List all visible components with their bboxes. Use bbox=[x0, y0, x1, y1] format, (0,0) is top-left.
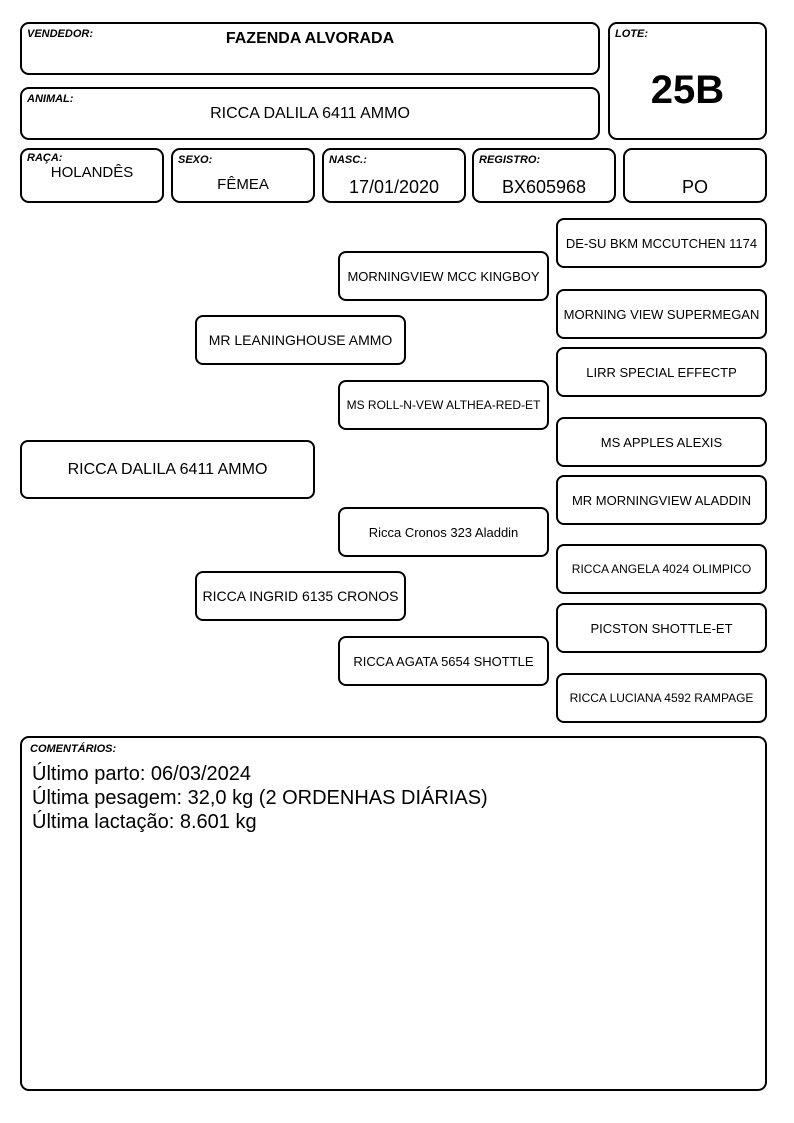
comments-label: COMENTÁRIOS: bbox=[30, 743, 117, 755]
sexo-box: SEXO: FÊMEA bbox=[171, 148, 315, 203]
pedigree-dam: RICCA INGRID 6135 CRONOS bbox=[195, 571, 406, 621]
pedigree-dam-dam-sire: PICSTON SHOTTLE-ET bbox=[556, 603, 767, 653]
registro-label: REGISTRO: bbox=[479, 154, 541, 166]
pedigree-sire-sire-dam: MORNING VIEW SUPERMEGAN bbox=[556, 289, 767, 339]
pedigree-dam-dam-dam: RICCA LUCIANA 4592 RAMPAGE bbox=[556, 673, 767, 723]
registro-value: BX605968 bbox=[501, 177, 587, 197]
pedigree-dam-sire-dam: RICCA ANGELA 4024 OLIMPICO bbox=[556, 544, 767, 594]
nasc-value: 17/01/2020 bbox=[348, 177, 440, 197]
nasc-box: NASC.: 17/01/2020 bbox=[322, 148, 466, 203]
comment-line: Última pesagem: 32,0 kg (2 ORDENHAS DIÁR… bbox=[32, 787, 488, 809]
pedigree-sire: MR LEANINGHOUSE AMMO bbox=[195, 315, 406, 365]
registro-box: REGISTRO: BX605968 bbox=[472, 148, 616, 203]
comments-text: Último parto: 06/03/2024 Última pesagem:… bbox=[32, 762, 488, 834]
vendedor-box: VENDEDOR: FAZENDA ALVORADA bbox=[20, 22, 600, 75]
raca-value: HOLANDÊS bbox=[50, 164, 134, 181]
comment-line: Último parto: 06/03/2024 bbox=[32, 763, 252, 785]
categoria-value: PO bbox=[681, 177, 708, 197]
pedigree-sire-dam-dam: MS APPLES ALEXIS bbox=[556, 417, 767, 467]
pedigree-sire-dam-sire: LIRR SPECIAL EFFECTP bbox=[556, 347, 767, 397]
sexo-value: FÊMEA bbox=[217, 176, 269, 193]
pedigree-dam-sire: Ricca Cronos 323 Aladdin bbox=[338, 507, 549, 557]
vendedor-label: VENDEDOR: bbox=[27, 28, 94, 40]
pedigree-dam-sire-sire: MR MORNINGVIEW ALADDIN bbox=[556, 475, 767, 525]
sexo-label: SEXO: bbox=[178, 154, 213, 166]
pedigree-sire-sire: MORNINGVIEW MCC KINGBOY bbox=[338, 251, 549, 301]
comments-box: COMENTÁRIOS: Último parto: 06/03/2024 Úl… bbox=[20, 736, 767, 1091]
raca-label: RAÇA: bbox=[27, 152, 63, 164]
lote-value: 25B bbox=[650, 68, 725, 112]
pedigree-sire-sire-sire: DE-SU BKM MCCUTCHEN 1174 bbox=[556, 218, 767, 268]
animal-value: RICCA DALILA 6411 AMMO bbox=[210, 105, 410, 122]
pedigree-animal: RICCA DALILA 6411 AMMO bbox=[20, 440, 315, 499]
comment-line: Última lactação: 8.601 kg bbox=[32, 811, 257, 833]
categoria-box: PO bbox=[623, 148, 767, 203]
pedigree-dam-dam: RICCA AGATA 5654 SHOTTLE bbox=[338, 636, 549, 686]
nasc-label: NASC.: bbox=[329, 154, 367, 166]
lote-label: LOTE: bbox=[615, 28, 648, 40]
lote-box: LOTE: 25B bbox=[608, 22, 767, 140]
pedigree-sire-dam: MS ROLL-N-VEW ALTHEA-RED-ET bbox=[338, 380, 549, 430]
animal-box: ANIMAL: RICCA DALILA 6411 AMMO bbox=[20, 87, 600, 140]
raca-box: RAÇA: HOLANDÊS bbox=[20, 148, 164, 203]
animal-label: ANIMAL: bbox=[27, 93, 74, 105]
vendedor-value: FAZENDA ALVORADA bbox=[225, 30, 395, 47]
